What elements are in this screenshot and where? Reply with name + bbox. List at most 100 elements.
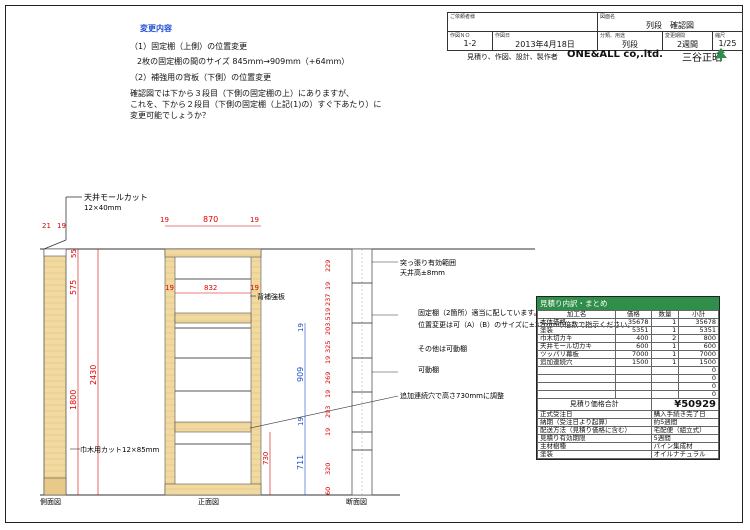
baseboard-label: 巾木用カット12×85mm	[80, 445, 159, 454]
total-value: ¥50929	[650, 398, 720, 411]
total-row: 見積り価格合計 ¥50929	[537, 398, 720, 411]
front-inner-19-right: 19	[250, 284, 259, 292]
sec-dim: 269	[324, 372, 332, 384]
cell: 1	[650, 358, 680, 367]
category: 列段	[622, 40, 638, 49]
sec-dim: 60	[324, 487, 332, 495]
estimate-header: 見積り内訳・まとめ	[537, 297, 719, 310]
section-view	[351, 248, 373, 496]
table-row: 0	[536, 374, 719, 383]
cell	[650, 374, 680, 383]
notes-line-1: （1）固定棚（上側）の位置変更	[130, 42, 248, 51]
side-view-label: 側面図	[40, 497, 61, 506]
category-label: 分類、用途	[600, 33, 626, 39]
fixed-note-3: その他は可動棚	[418, 344, 467, 353]
table-row: 0	[536, 366, 719, 375]
side-dim-21: 21	[42, 222, 51, 230]
cell	[615, 390, 652, 399]
info-label: 主材樹種	[537, 442, 652, 451]
notes-para-line: 確認図では下から３段目（下側の固定棚の上）にありますが、	[130, 89, 354, 98]
scale: 1/25	[718, 39, 737, 48]
dim-1800: 1800	[69, 390, 78, 410]
notes-para-line: 変更可能でしょうか？	[130, 111, 210, 120]
drawing-name: 列段 確認図	[646, 21, 694, 30]
drawing-no: 1-2	[463, 39, 477, 48]
company-logo-icon	[715, 48, 727, 61]
back-reinforce-label: 背補強板	[257, 292, 285, 301]
notes-line-3: （2）補強用の背板（下側）の位置変更	[130, 73, 272, 82]
fixed-note-1: 固定棚（2箇所）適当に配しています。	[418, 308, 541, 317]
dim-575: 575	[69, 280, 78, 295]
drawing-no-label: 作図ＮＯ	[450, 33, 471, 39]
person-name: 三谷正昭	[682, 53, 722, 64]
drawing-name-label: 図面名	[600, 14, 616, 20]
total-label: 見積り価格合計	[537, 398, 652, 411]
cell: 1500	[615, 358, 652, 367]
date: 2013年4月18日	[515, 40, 575, 49]
info-label: 塗装	[537, 450, 652, 459]
sec-dim: 320	[324, 463, 332, 475]
period: 2週間	[676, 40, 699, 49]
cell	[536, 390, 617, 399]
period-label: 変更期間	[665, 33, 686, 39]
drawing-sheet	[5, 5, 743, 523]
cell	[615, 366, 652, 375]
notes-line-2: 2枚の固定棚の間のサイズ 845mm→909mm（+64mm）	[137, 57, 350, 66]
side-dim-19: 19	[57, 222, 66, 230]
info-value: オイルナチュラル	[650, 450, 720, 459]
cell	[650, 366, 680, 375]
sec-dim: 229	[324, 260, 332, 272]
table-row: 0	[536, 390, 719, 399]
fixed-note-2: 位置変更は可（A）（B）のサイズに±32mmの倍数で指示ください。	[418, 320, 634, 329]
dim-711: 711	[296, 455, 305, 470]
section-view-label: 断面図	[346, 497, 367, 506]
company-row: 見積り、作図、設計、製作者 ONE&ALL co,.ltd. 三谷正昭	[467, 49, 722, 64]
add-note: 追加連続穴で高さ730mmに調整	[400, 391, 504, 400]
table-row: 0	[536, 382, 719, 391]
sec-dim: 203.5	[324, 316, 332, 335]
sec-dim: 19	[324, 390, 332, 398]
tension-label: 突っ張り有効範囲	[400, 258, 456, 267]
top-cut-label: 天井モールカット	[84, 192, 148, 202]
front-dim-19-left: 19	[160, 216, 169, 224]
front-inner-19-left: 19	[165, 284, 174, 292]
sec-dim: 293	[324, 406, 332, 418]
front-view-label: 正面図	[198, 498, 219, 506]
front-dim-19-right: 19	[250, 216, 259, 224]
sec-dim: 325	[324, 341, 332, 353]
dim-19-blue-a: 19	[297, 323, 305, 332]
client-label: ご依頼者様	[450, 14, 476, 20]
dim-19-blue-b: 19	[297, 417, 305, 426]
cell	[536, 366, 617, 375]
front-inner-832: 832	[204, 284, 217, 292]
scale-label: 縮尺	[715, 33, 726, 39]
front-width-870: 870	[203, 215, 218, 224]
front-view	[164, 248, 262, 496]
cell	[536, 374, 617, 383]
dim-730: 730	[262, 452, 270, 465]
movable-label: 可動棚	[418, 365, 439, 374]
tension-value: 天井高±8mm	[400, 268, 445, 277]
side-view-panel	[43, 248, 67, 496]
sec-dim: 19	[324, 356, 332, 364]
notes-title: 変更内容	[140, 24, 172, 33]
sec-dim: 19	[324, 282, 332, 290]
cell	[615, 382, 652, 391]
company-caption: 見積り、作図、設計、製作者	[467, 53, 558, 61]
sec-dim: 237	[324, 294, 332, 306]
sec-dim: 19	[324, 428, 332, 436]
dim-909: 909	[296, 367, 305, 382]
company-name: ONE&ALL co,.ltd.	[567, 49, 663, 60]
cell	[536, 382, 617, 391]
dim-55: 55	[70, 249, 78, 258]
cell: 0	[678, 390, 719, 399]
cell	[650, 390, 680, 399]
notes-para-line: これを、下から２段目（下側の固定棚（上記(1)の）すぐ下あたり）に	[130, 100, 382, 109]
cell	[650, 382, 680, 391]
